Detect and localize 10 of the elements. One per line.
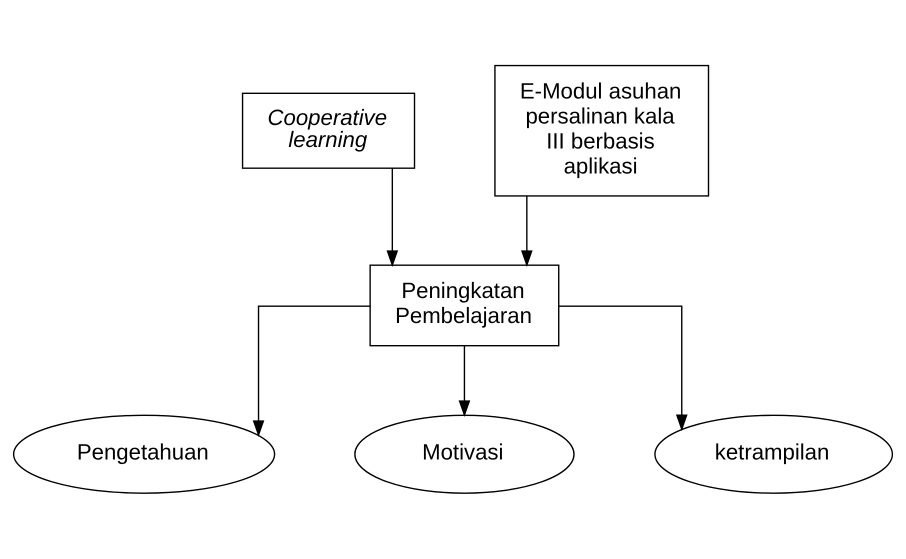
- node-ellipse: Pengetahuan: [12, 414, 276, 494]
- node-box: Cooperative learning: [242, 92, 416, 169]
- node-box: E-Modul asuhan persalinan kala III berbasis aplikasi: [494, 64, 710, 197]
- arrow: [252, 306, 370, 437]
- arrow: [521, 196, 533, 268]
- arrow: [559, 306, 688, 432]
- arrow: [458, 346, 470, 418]
- arrow: [386, 168, 398, 268]
- node-ellipse: Motivasi: [354, 414, 575, 494]
- node-box: Peningkatan Pembelajaran: [369, 264, 560, 346]
